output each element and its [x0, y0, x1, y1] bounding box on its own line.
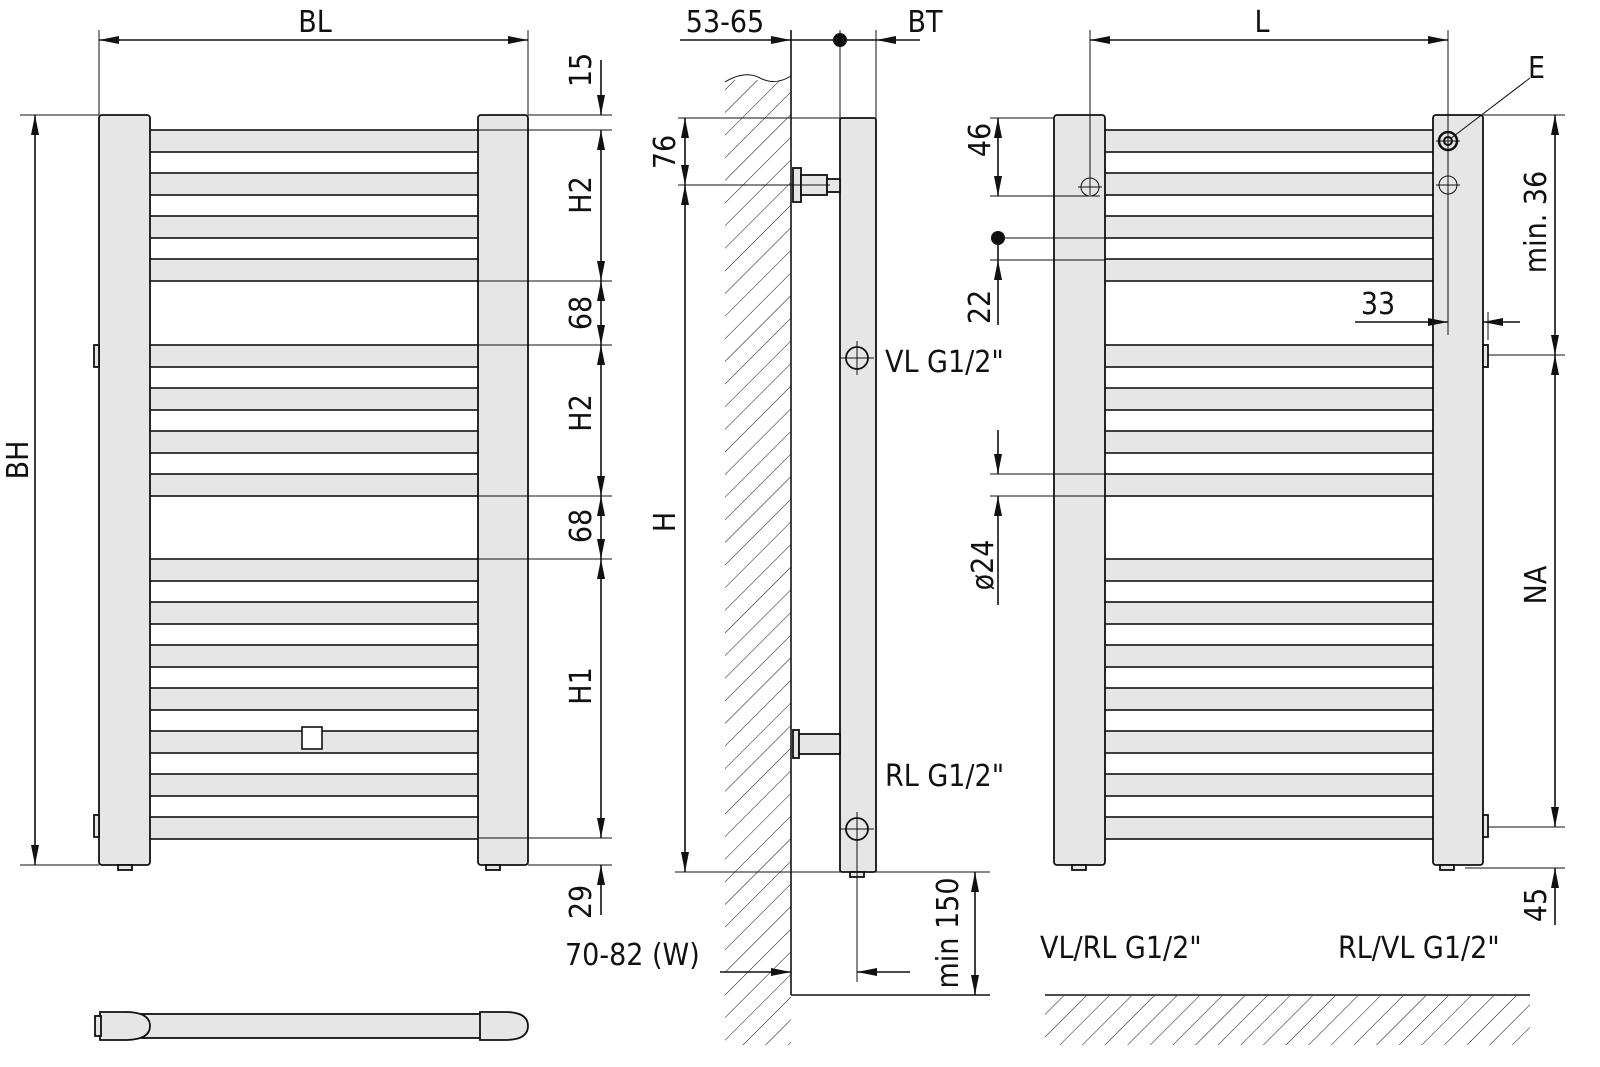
left-column [98, 114, 151, 866]
towel-bar [1102, 773, 1436, 797]
right-column [477, 114, 529, 866]
plan-view [94, 1011, 529, 1041]
wall-gap-label: 70-82 (W) [565, 938, 700, 973]
towel-bar [147, 687, 481, 711]
dim-h1: H1 [564, 667, 599, 704]
towel-bar [1102, 687, 1436, 711]
front-view: BL BH 15 H2 68 H2 68 H1 29 [1, 5, 612, 1041]
towel-bar [1102, 430, 1436, 454]
rear-view: L E 46 22 ø24 33 [963, 5, 1565, 1045]
dim-22: 22 [963, 290, 998, 324]
dim-68-top: 68 [564, 296, 599, 330]
diameter-label: ø24 [966, 540, 1001, 591]
wall [725, 80, 791, 1045]
dim-45: 45 [1519, 888, 1554, 922]
depth-label: BT [908, 5, 944, 40]
dim-15: 15 [564, 53, 599, 87]
left-connection-label: VL/RL G1/2" [1040, 931, 1202, 966]
dim-29: 29 [564, 885, 599, 919]
height-label: BH [1, 441, 36, 480]
bracket [93, 814, 100, 838]
bracket [93, 344, 100, 368]
towel-bar [1102, 344, 1436, 368]
foot [485, 864, 501, 871]
dim-min36: min. 36 [1519, 171, 1554, 273]
rear-bars [1102, 129, 1436, 840]
towel-bar [1102, 558, 1436, 582]
wall-distance-label: 53-65 [686, 5, 764, 40]
dim-h2-middle: H2 [564, 394, 599, 431]
vent-label: E [1528, 51, 1545, 86]
foot [117, 864, 133, 871]
radiator-profile [839, 117, 877, 873]
towel-bar [147, 258, 481, 282]
length-label: L [1254, 5, 1269, 40]
dim-68-bottom: 68 [564, 509, 599, 543]
towel-bar [1102, 129, 1436, 153]
towel-bar [1102, 644, 1436, 668]
towel-bar [147, 816, 481, 840]
dim-h2-top: H2 [564, 176, 599, 213]
towel-bar [1102, 816, 1436, 840]
towel-bar [147, 430, 481, 454]
towel-bar [1102, 172, 1436, 196]
towel-bar [147, 387, 481, 411]
towel-bar [1102, 601, 1436, 625]
floor-clearance-label: min 150 [931, 878, 966, 989]
wall-bracket-bottom [792, 729, 841, 759]
heating-element-box [301, 726, 323, 750]
dim-46: 46 [963, 123, 998, 157]
return-connection-icon [840, 812, 874, 846]
towel-bar [147, 601, 481, 625]
return-label: RL G1/2" [885, 759, 1004, 794]
towel-bar [147, 644, 481, 668]
towel-bar [1102, 258, 1436, 282]
left-column [1053, 114, 1106, 866]
towel-bar [1102, 730, 1436, 754]
na-label: NA [1519, 565, 1554, 604]
floor [1045, 996, 1530, 1045]
side-height-label: H [648, 512, 683, 532]
towel-bar [147, 558, 481, 582]
towel-bar [147, 129, 481, 153]
towel-bar [1102, 473, 1436, 497]
towel-bar [147, 172, 481, 196]
supply-connection-icon [840, 341, 874, 375]
side-view: 53-65 BT 76 H VL G1/2" RL G1/2" 70-82 (W… [565, 5, 1004, 1045]
towel-bar [147, 773, 481, 797]
width-label: BL [298, 5, 332, 40]
right-column [1432, 114, 1484, 866]
dim-33: 33 [1361, 287, 1395, 322]
towel-bar [1102, 215, 1436, 239]
towel-bar [1102, 387, 1436, 411]
towel-bar [147, 344, 481, 368]
vent-icon [1436, 130, 1460, 152]
supply-label: VL G1/2" [885, 345, 1004, 380]
towel-bar [147, 215, 481, 239]
right-connection-label: RL/VL G1/2" [1338, 931, 1500, 966]
top-offset-label: 76 [648, 135, 683, 169]
towel-bar [147, 473, 481, 497]
